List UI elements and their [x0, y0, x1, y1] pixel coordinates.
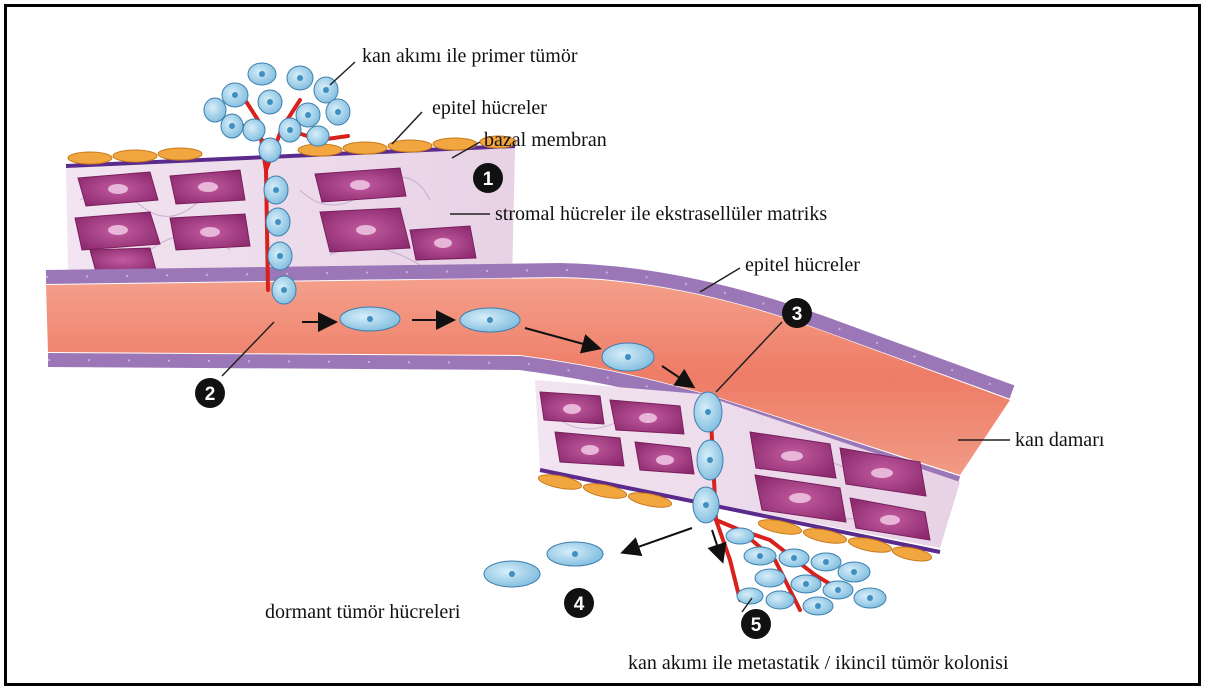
step-marker-2: 2: [195, 378, 225, 408]
svg-text:3: 3: [792, 304, 803, 325]
label-basal-membrane: bazal membran: [484, 130, 607, 150]
step-marker-1: 1: [473, 163, 503, 193]
svg-text:4: 4: [574, 594, 585, 615]
label-primary-tumor: kan akımı ile primer tümör: [362, 46, 578, 66]
svg-text:1: 1: [483, 169, 494, 190]
label-blood-vessel: kan damarı: [1015, 430, 1104, 450]
dormant-tumor-cells: [484, 542, 603, 587]
step-marker-3: 3: [782, 298, 812, 328]
label-dormant: dormant tümör hücreleri: [265, 602, 461, 622]
label-epithelial-top: epitel hücreler: [432, 98, 547, 118]
label-metastatic: kan akımı ile metastatik / ikincil tümör…: [628, 653, 1009, 673]
label-epithelial-vessel: epitel hücreler: [745, 255, 860, 275]
blood-vessel-lumen: [46, 278, 1010, 475]
label-stromal: stromal hücreler ile ekstrasellüler matr…: [495, 204, 827, 224]
svg-text:2: 2: [205, 384, 216, 405]
step-marker-4: 4: [564, 588, 594, 618]
step-marker-5: 5: [741, 609, 771, 639]
svg-text:5: 5: [751, 615, 762, 636]
